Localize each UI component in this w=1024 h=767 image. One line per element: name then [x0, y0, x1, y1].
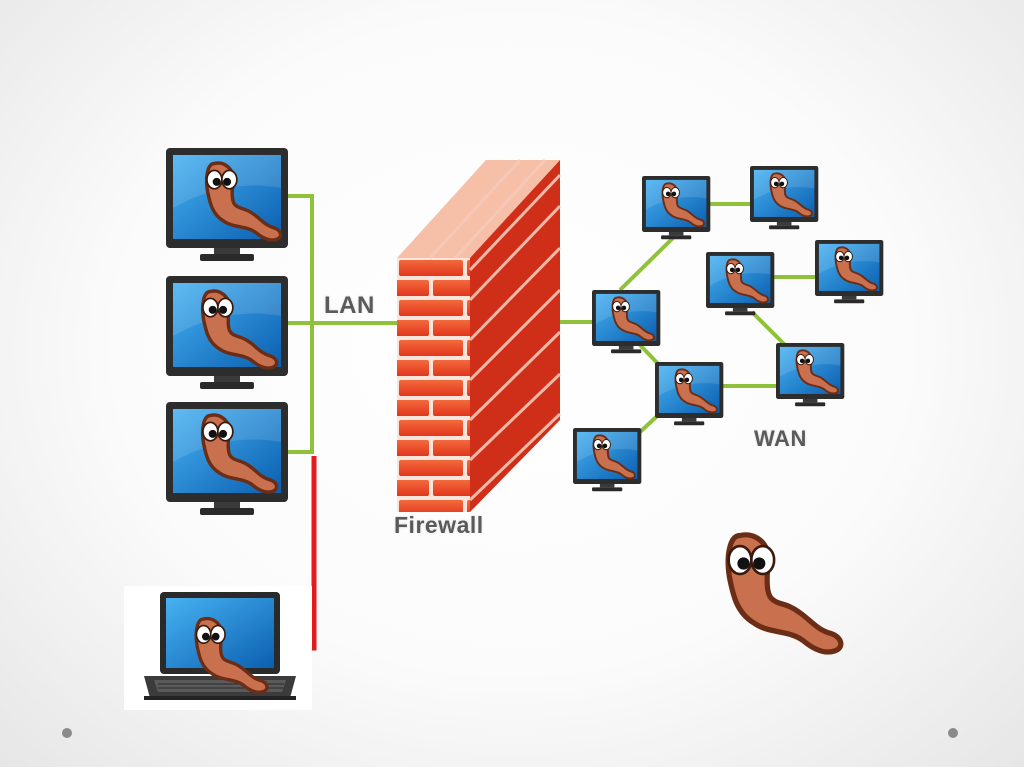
slide-dot-right — [948, 728, 958, 738]
lan-links — [287, 194, 398, 454]
wan-monitor-8 — [573, 428, 642, 492]
brick-wall-icon — [397, 158, 562, 512]
firewall-label: Firewall — [394, 512, 484, 538]
lan-label: LAN — [324, 292, 375, 319]
lan-monitor-2 — [166, 276, 288, 389]
infected-laptop — [124, 586, 312, 710]
slide-dot-left — [62, 728, 72, 738]
lan-monitor-3 — [166, 402, 288, 515]
lan-monitor-1 — [166, 148, 288, 261]
wan-monitor-5 — [592, 290, 661, 354]
firewall-wall — [397, 158, 562, 512]
wan-label: WAN — [754, 426, 807, 451]
wan-monitor-6 — [655, 362, 724, 426]
worm-icon — [728, 535, 841, 652]
wan-monitor-3 — [706, 252, 775, 316]
wan-monitor-2 — [750, 166, 819, 230]
wan-monitor-7 — [776, 343, 845, 407]
wan-monitor-4 — [815, 240, 884, 304]
wan-monitor-1 — [642, 176, 711, 240]
